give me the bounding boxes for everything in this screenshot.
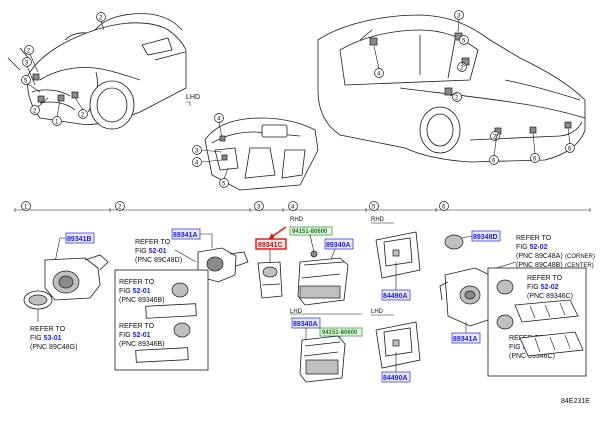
dash-callout-4b: 4 (195, 161, 199, 167)
s1-fig-link[interactable]: 53-01 (44, 335, 62, 342)
s2c-fig-link[interactable]: 52-01 (133, 332, 151, 339)
section-6: 89348D REFER TO FIG 52-02 (PNC 89C48A) (… (439, 230, 595, 377)
section-2-number: 2 (118, 205, 122, 211)
dash-callout-4: 4 (217, 117, 221, 123)
part-84490A-lhd-label[interactable]: 84490A (383, 375, 408, 382)
s2b-fig-line: FIG 52-01 (119, 288, 151, 295)
front-callout-2d: 2 (81, 113, 85, 119)
rear-callout-5: 5 (462, 39, 466, 45)
section-1-number: 1 (24, 205, 28, 211)
rear-car-illustration: 3 5 4 2 2 2 6 6 6 (317, 10, 586, 165)
s2a-fig-line: FIG 52-01 (135, 248, 167, 255)
dash-callout-5: 5 (222, 182, 226, 188)
front-callout-2b: 2 (99, 16, 103, 22)
part-89341B-label[interactable]: 89341B (67, 236, 92, 243)
part-89348D-label[interactable]: 89348D (473, 234, 498, 241)
std-part-rhd-box[interactable] (289, 226, 333, 236)
section-5: RHD 84490A LHD 84490A (371, 217, 421, 383)
s6a-corner: (CORNER) (565, 254, 595, 260)
section-2: 89341A REFER TO FIG 52-01 (PNC 89C48D) R… (114, 228, 249, 371)
s6c-pnc: (PNC 89346C) (509, 353, 555, 360)
front-car-illustration: 2 3 5 2 2 1 2 (7, 12, 187, 130)
s6a-refer-to: REFER TO (516, 235, 552, 242)
s6b-fig-link[interactable]: 52-02 (541, 284, 559, 291)
s6a-pnc1: (PNC 89C48A) (516, 253, 563, 260)
s2b-pnc: (PNC 89346B) (119, 297, 165, 304)
s2b-fig-link[interactable]: 52-01 (133, 288, 151, 295)
part-89341A-s6-label[interactable]: 89341A (453, 336, 478, 343)
diagram-code: 84E231E (561, 398, 590, 405)
section-4: RHD 94151-80600 89340A LHD 89340A 94151-… (289, 217, 363, 383)
rear-callout-6b: 6 (533, 157, 537, 163)
std-part-lhd-label[interactable]: 94151-80600 (322, 330, 358, 336)
s2a-refer-to: REFER TO (135, 239, 171, 246)
s1-refer-to: REFER TO (30, 326, 66, 333)
s6b-refer-to: REFER TO (527, 275, 563, 282)
s1-pnc: (PNC 89C48G) (30, 344, 77, 351)
dashboard-illustration: LHD 4 3 4 5 (186, 94, 319, 191)
rear-callout-4: 4 (377, 72, 381, 78)
s6b-fig-line: FIG 52-02 (527, 284, 559, 291)
section-3: 89341C (255, 226, 287, 299)
front-callout-2c: 2 (33, 109, 37, 115)
part-89341C-label[interactable]: 89341C (258, 242, 283, 249)
s1-fig-line: FIG 53-01 (30, 335, 62, 342)
dash-lhd-label: LHD (186, 94, 200, 101)
rear-callout-3: 3 (457, 14, 461, 20)
rear-callout-2: 2 (460, 66, 464, 72)
s5-rhd-label: RHD (371, 217, 385, 223)
s6a-pnc2: (PNC 89C48B) (516, 262, 563, 269)
s4-lhd-label: LHD (290, 309, 303, 315)
rear-callout-2c: 2 (493, 135, 497, 141)
s2c-fig-line: FIG 52-01 (119, 332, 151, 339)
part-89341A-label[interactable]: 89341A (173, 232, 198, 239)
s2a-pnc: (PNC 89C48D) (135, 257, 182, 264)
s2a-fig-link[interactable]: 52-01 (149, 248, 167, 255)
rear-callout-2b: 2 (455, 96, 459, 102)
s6a-center: (CENTER) (565, 263, 594, 269)
section-5-number: 5 (372, 205, 376, 211)
s5-lhd-label: LHD (371, 309, 384, 315)
part-89340A-lhd-label[interactable]: 89340A (293, 321, 318, 328)
s2b-refer-to: REFER TO (119, 279, 155, 286)
rear-callout-6: 6 (492, 159, 496, 165)
part-89340A-rhd-label[interactable]: 89340A (326, 242, 351, 249)
rear-callout-6c: 6 (568, 147, 572, 153)
s2c-refer-to: REFER TO (119, 323, 155, 330)
part-89341C-box[interactable] (255, 238, 287, 250)
section-header-rule: 1 2 3 4 5 6 (14, 201, 591, 212)
section-6-number: 6 (442, 205, 446, 211)
section-3-number: 3 (257, 205, 261, 211)
s4-rhd-label: RHD (290, 217, 304, 223)
s6a-fig-link[interactable]: 52-02 (530, 244, 548, 251)
section-1: 89341B REFER TO FIG 53-01 (PNC 89C48G) (23, 232, 109, 351)
dash-callout-3: 3 (195, 149, 199, 155)
front-callout-5: 5 (24, 79, 28, 85)
part-89340A-rhd-box[interactable] (324, 238, 354, 250)
s6a-fig-line: FIG 52-02 (516, 244, 548, 251)
front-callout-3: 3 (25, 61, 29, 67)
part-84490A-rhd-label[interactable]: 84490A (383, 293, 408, 300)
s6b-pnc: (PNC 89346C) (527, 293, 573, 300)
std-part-lhd-box[interactable] (319, 327, 363, 337)
front-callout-1: 1 (55, 120, 59, 126)
section-4-number: 4 (291, 205, 295, 211)
front-callout-2: 2 (27, 49, 31, 55)
std-part-rhd-label[interactable]: 94151-80600 (292, 229, 328, 235)
s2c-pnc: (PNC 89346B) (119, 341, 165, 348)
